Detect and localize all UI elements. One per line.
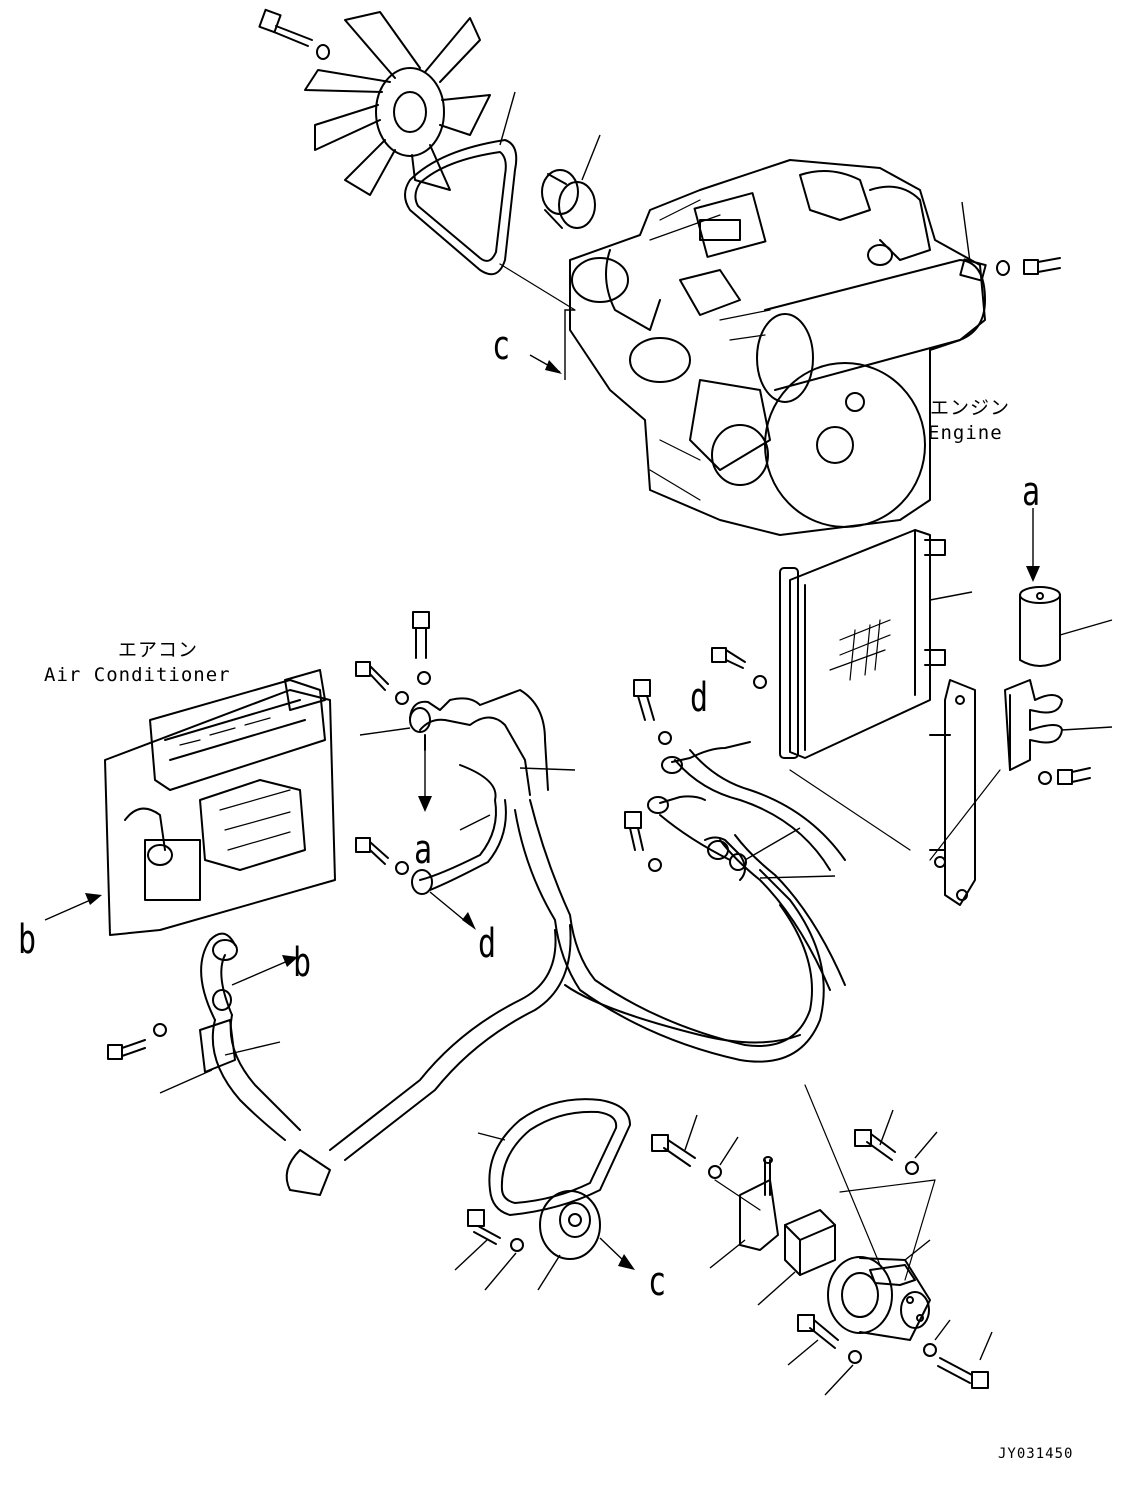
discharge-hose-fitting bbox=[359, 689, 576, 812]
condenser-hose-fittings bbox=[647, 741, 836, 881]
ref-label-d-condenser: d bbox=[690, 675, 709, 721]
compressor-mount-plate bbox=[757, 1209, 836, 1306]
liquid-hose bbox=[355, 764, 507, 930]
ref-label-c-engine: c bbox=[492, 323, 511, 369]
ac-compressor bbox=[804, 1084, 936, 1341]
compressor-pulley bbox=[537, 1190, 635, 1291]
aircon-label-en: Air Conditioner bbox=[44, 664, 231, 686]
ref-arrow-b-aircon bbox=[44, 893, 102, 921]
engine bbox=[569, 159, 986, 536]
fitting-bolt-top bbox=[355, 611, 431, 705]
fan-spacer bbox=[541, 134, 601, 229]
pulley-bolt bbox=[454, 1209, 524, 1291]
condenser bbox=[779, 529, 973, 759]
ref-label-a-fitting: a bbox=[414, 827, 433, 873]
receiver-drier bbox=[1019, 508, 1113, 667]
tensioner-bracket bbox=[651, 1114, 779, 1269]
fan-belt bbox=[404, 91, 518, 276]
ref-label-b-aircon: b bbox=[18, 917, 37, 963]
cooling-fan bbox=[304, 11, 491, 196]
ref-label-a-drier: a bbox=[1022, 469, 1041, 515]
ref-arrow-c-engine bbox=[499, 263, 576, 380]
aircon-label-jp: エアコン bbox=[118, 639, 199, 661]
fan-bolt bbox=[258, 8, 330, 60]
main-hose-bundle bbox=[200, 749, 846, 1196]
air-conditioner-unit bbox=[104, 669, 336, 936]
hose-clamp-lower-left bbox=[107, 955, 298, 1094]
ref-label-b-clamp: b bbox=[293, 940, 312, 986]
engine-bracket-bolt bbox=[959, 201, 1061, 282]
drawing-code: JY031450 bbox=[998, 1446, 1074, 1462]
compressor-bolts bbox=[787, 1109, 993, 1396]
ref-label-c-pulley: c bbox=[648, 1259, 667, 1305]
ref-label-d-hose: d bbox=[478, 921, 497, 967]
compressor-belt bbox=[477, 1098, 631, 1216]
engine-label-jp: エンジン bbox=[930, 397, 1011, 419]
engine-label-en: Engine bbox=[928, 422, 1003, 444]
condenser-side-bracket bbox=[789, 679, 1001, 906]
drier-bracket bbox=[1004, 679, 1113, 785]
condenser-bolt bbox=[711, 647, 767, 689]
fitting-bolt-right bbox=[624, 679, 672, 872]
